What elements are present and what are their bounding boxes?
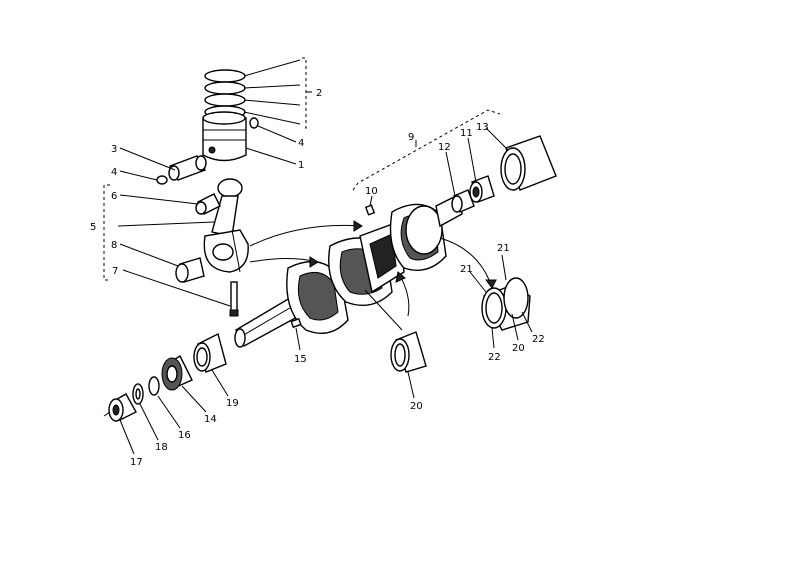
callout-22-right: 22 xyxy=(532,334,545,345)
callout-15: 15 xyxy=(294,354,307,365)
washer-18 xyxy=(132,383,144,405)
rod-bearing xyxy=(175,257,205,283)
callout-17: 17 xyxy=(130,457,143,468)
timing-gear-14 xyxy=(161,354,193,391)
callout-13: 13 xyxy=(476,122,489,133)
assembly-arrows xyxy=(249,220,497,331)
snap-ring-left xyxy=(156,175,168,185)
bracket-2 xyxy=(302,57,312,129)
callout-8: 8 xyxy=(111,240,117,251)
main-bearing-pair xyxy=(481,277,531,331)
nut-17 xyxy=(108,393,137,422)
callout-2: 2 xyxy=(316,88,322,99)
callout-22-left: 22 xyxy=(488,352,501,363)
callout-11: 11 xyxy=(460,128,473,139)
callout-21-left: 21 xyxy=(460,264,473,275)
front-bearing-19 xyxy=(193,332,227,373)
callout-20-right: 20 xyxy=(512,343,525,354)
spacer-16 xyxy=(148,376,160,396)
crankshaft xyxy=(234,192,463,348)
callout-9: 9 xyxy=(408,132,414,143)
small-end-bushing xyxy=(195,193,221,215)
rear-bearing-11 xyxy=(469,175,495,203)
callout-21-top: 21 xyxy=(497,243,510,254)
callout-10: 10 xyxy=(365,186,378,197)
callout-12: 12 xyxy=(438,142,451,153)
callout-4-right: 4 xyxy=(298,138,304,149)
rear-bearing-12 xyxy=(451,189,475,213)
callout-7: 7 xyxy=(112,266,118,277)
main-bearing-20 xyxy=(390,331,427,373)
callout-5: 5 xyxy=(90,222,96,233)
bracket-5 xyxy=(103,184,110,281)
callout-14: 14 xyxy=(204,414,217,425)
callout-16: 16 xyxy=(178,430,191,441)
rod-bolt xyxy=(229,281,239,317)
piston-pin xyxy=(168,155,207,181)
bracket-9 xyxy=(352,109,501,191)
callout-6: 6 xyxy=(111,191,117,202)
snap-ring-top xyxy=(249,117,259,129)
woodruff-key-15 xyxy=(290,317,302,329)
connecting-rod xyxy=(203,178,249,273)
piston xyxy=(202,111,247,162)
piston-rings xyxy=(204,69,246,119)
callout-19: 19 xyxy=(226,398,239,409)
leader-lines xyxy=(103,59,533,455)
callout-3: 3 xyxy=(111,144,117,155)
callout-20-bottom: 20 xyxy=(410,401,423,412)
woodruff-key-10 xyxy=(364,204,376,216)
callout-18: 18 xyxy=(155,442,168,453)
callout-1: 1 xyxy=(298,160,304,171)
rear-bushing-13 xyxy=(500,135,557,191)
callout-4-left: 4 xyxy=(111,167,117,178)
callout-numbers: 2 4 1 3 4 6 5 8 7 9 10 11 12 13 21 21 22… xyxy=(90,88,545,468)
